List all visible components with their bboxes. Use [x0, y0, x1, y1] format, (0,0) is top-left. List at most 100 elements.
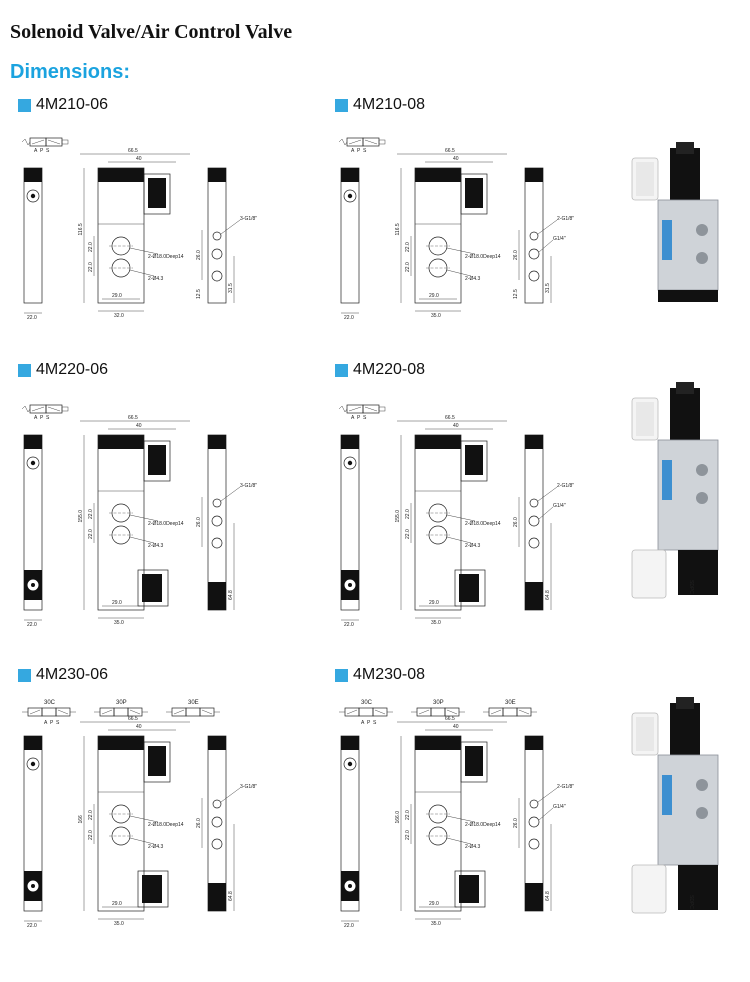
model-label: 4M220-08 — [353, 361, 426, 378]
dim-bottom: 12.5 — [196, 289, 202, 299]
port-label: A — [361, 720, 365, 726]
dim-top-port: 26.0 — [196, 517, 202, 527]
side-view-left: 22.0 — [23, 735, 43, 929]
dim-top-port: 26.0 — [196, 250, 202, 260]
dim-side-width: 22.0 — [344, 622, 354, 628]
callout-hole: 2-Ø4.3 — [148, 844, 164, 850]
dim-side-width: 22.0 — [27, 315, 37, 321]
callout-port-2: G1/4" — [553, 503, 566, 509]
model-heading-4m220-06: 4M220-06 — [18, 361, 108, 379]
dim-v2: 22.0 — [405, 529, 411, 539]
product-photo-double-coil: SDPC — [622, 380, 732, 625]
front-view: 66.5402-Ø18.0Deep142-Ø4.3116.522.022.029… — [395, 148, 507, 319]
dim-body-width: 35.0 — [114, 921, 124, 927]
side-view-right: 3-G1/8"26.064.8 — [196, 434, 257, 611]
callout-hole: 2-Ø4.3 — [465, 276, 481, 282]
callout-thread: 2-Ø18.0Deep14 — [465, 521, 501, 527]
dim-v2: 22.0 — [405, 830, 411, 840]
dim-coil: 40 — [136, 724, 142, 730]
valve-symbol-30e — [483, 707, 537, 717]
dim-coil: 40 — [136, 156, 142, 162]
dim-width-total: 66.5 — [128, 716, 138, 722]
model-heading-4m220-08: 4M220-08 — [335, 361, 425, 379]
page-title: Solenoid Valve/Air Control Valve — [10, 21, 293, 43]
dim-v1: 22.0 — [88, 810, 94, 820]
side-view-right: 3-G1/8"26.064.8 — [196, 735, 257, 912]
heading-marker — [335, 668, 348, 682]
callout-thread: 2-Ø18.0Deep14 — [465, 822, 501, 828]
heading-marker — [335, 98, 348, 112]
port-label: A — [351, 148, 355, 154]
dim-top-port: 26.0 — [196, 818, 202, 828]
dim-v1: 22.0 — [88, 242, 94, 252]
callout-thread: 2-Ø18.0Deep14 — [148, 254, 184, 260]
dim-v1: 22.0 — [405, 810, 411, 820]
dim-height: 166.0 — [395, 811, 401, 824]
heading-marker — [18, 363, 31, 377]
valve-photo: SDPC — [631, 697, 719, 914]
callout-thread: 2-Ø18.0Deep14 — [148, 521, 184, 527]
coil-2 — [678, 550, 718, 595]
model-label: 4M210-08 — [353, 96, 426, 113]
dim-coil: 40 — [453, 156, 459, 162]
callout-thread: 2-Ø18.0Deep14 — [148, 822, 184, 828]
dim-height: 155.0 — [395, 510, 401, 523]
port-hole — [696, 779, 708, 791]
dim-port-pitch: 29.0 — [429, 600, 439, 606]
port-label: P — [357, 415, 361, 421]
product-photo-double-coil-3pos: SDPC — [622, 695, 732, 940]
port-label: P — [40, 148, 44, 154]
heading-marker — [18, 98, 31, 112]
model-label: 4M210-06 — [36, 96, 109, 113]
dim-v2: 22.0 — [88, 262, 94, 272]
side-view-right: 2-G1/8"G1/4"26.064.8 — [513, 735, 574, 912]
model-heading-4m230-08: 4M230-08 — [335, 666, 425, 684]
port-label: A — [34, 415, 38, 421]
port-label: P — [357, 148, 361, 154]
dim-port-pitch: 29.0 — [112, 600, 122, 606]
coil — [670, 148, 700, 208]
variant-label: 30P — [433, 700, 444, 706]
callout-port: 3-G1/8" — [240, 784, 257, 790]
dim-top-port: 26.0 — [513, 818, 519, 828]
dim-body-width: 35.0 — [114, 620, 124, 626]
dim-bottom: 12.5 — [513, 289, 519, 299]
valve-photo — [631, 142, 719, 302]
callout-port-2: G1/4" — [553, 236, 566, 242]
callout-port: 3-G1/8" — [240, 216, 257, 222]
port-label: P — [50, 720, 54, 726]
dim-v2: 22.0 — [88, 529, 94, 539]
dim-port-pitch: 29.0 — [429, 901, 439, 907]
callout-port: 2-G1/8" — [557, 784, 574, 790]
dim-width-total: 66.5 — [445, 716, 455, 722]
brand-label: SDPC — [688, 895, 694, 909]
dim-port-pitch: 29.0 — [112, 901, 122, 907]
port-label: P — [367, 720, 371, 726]
label-plate — [662, 460, 672, 500]
variant-label: 30C — [44, 700, 56, 706]
port-label: A — [351, 415, 355, 421]
dim-port-pitch: 29.0 — [112, 293, 122, 299]
dim-v2: 22.0 — [88, 830, 94, 840]
dim-side-width: 22.0 — [27, 622, 37, 628]
model-heading-4m210-06: 4M210-06 — [18, 96, 108, 114]
side-view-left: 22.0 — [340, 735, 360, 929]
model-label: 4M230-08 — [353, 666, 426, 683]
dim-top-port: 26.0 — [513, 250, 519, 260]
port-label: A — [34, 148, 38, 154]
callout-thread: 2-Ø18.0Deep14 — [465, 254, 501, 260]
variant-label: 30P — [116, 700, 127, 706]
side-view-left: 22.0 — [23, 434, 43, 628]
connector-light-2 — [631, 549, 667, 599]
dim-height: 166 — [78, 815, 84, 824]
label-plate — [662, 220, 672, 260]
port-hole — [696, 464, 708, 476]
coil — [670, 703, 700, 763]
label-plate — [662, 775, 672, 815]
port-hole — [696, 807, 708, 819]
